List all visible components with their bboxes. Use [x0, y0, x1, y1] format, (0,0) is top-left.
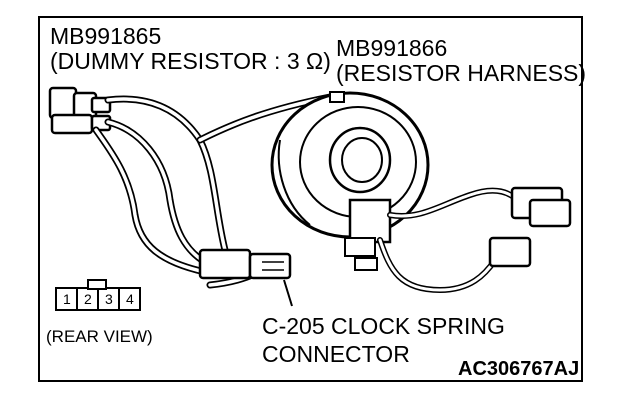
resistor-harness-wires: [92, 93, 334, 289]
resistor-description: (DUMMY RESISTOR : 3 Ω): [50, 48, 331, 74]
resistor-part-number: MB991865: [50, 23, 162, 49]
squib-connector-lower: [488, 236, 532, 268]
harness-description: (RESISTOR HARNESS): [336, 60, 587, 86]
clock-spring-label-line2: CONNECTOR: [262, 341, 410, 367]
connector-leader-line: [283, 279, 293, 307]
clock-spring-wires: [377, 187, 518, 294]
rear-view-label: (REAR VIEW): [46, 327, 153, 346]
connector-pin-4: 4: [126, 291, 134, 307]
rear-view-connector: [55, 279, 141, 311]
dummy-resistor-block: [48, 86, 112, 135]
connector-pin-3: 3: [105, 291, 113, 307]
harness-part-number: MB991866: [336, 35, 448, 61]
connector-pin-1: 1: [63, 291, 71, 307]
figure-code: AC306767AJ: [458, 358, 580, 380]
connector-pin-2: 2: [84, 291, 92, 307]
squib-connector-upper: [510, 186, 572, 228]
clock-spring: [270, 91, 430, 271]
clock-spring-label-line1: C-205 CLOCK SPRING: [262, 313, 505, 339]
harness-connector: [198, 248, 292, 280]
